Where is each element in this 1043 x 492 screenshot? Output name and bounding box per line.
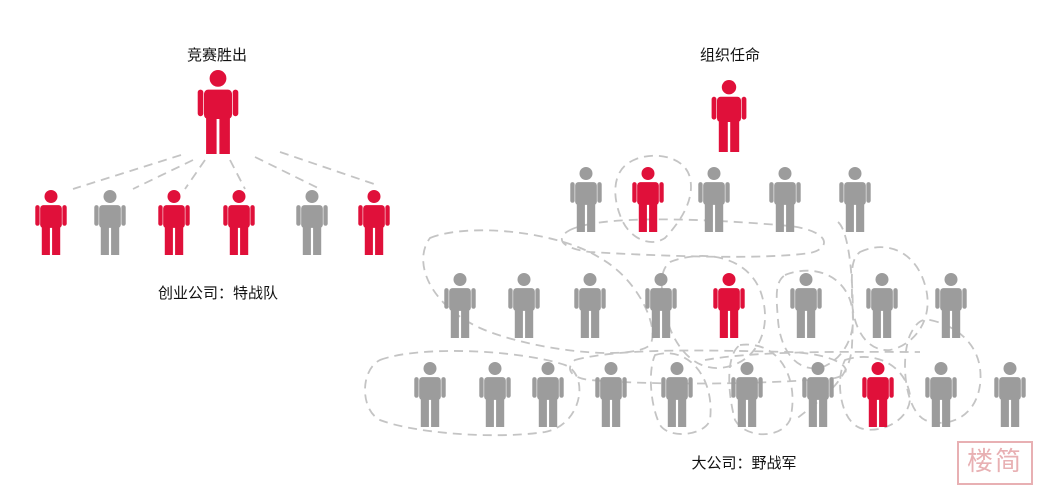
- right-member-figure: [935, 273, 967, 338]
- right-member-figure: [444, 273, 476, 338]
- right-member-figure: [479, 362, 511, 427]
- right-group-outline: [850, 246, 929, 351]
- right-group-outline: [560, 218, 825, 258]
- right-member-figure: [790, 273, 822, 338]
- right-member-figure: [645, 273, 677, 338]
- right-member-figure: [994, 362, 1026, 427]
- right-group-outline: [904, 318, 982, 424]
- right-member-figure: [532, 362, 564, 427]
- right-member-figure: [839, 167, 871, 232]
- right-group-outline: [569, 349, 847, 385]
- right-member-figure: [866, 273, 898, 338]
- right-member-figure: [414, 362, 446, 427]
- right-group-outline: [614, 154, 692, 243]
- left-connector-line: [254, 156, 321, 190]
- right-member-figure: [713, 273, 745, 338]
- right-group-outline: [704, 350, 921, 361]
- left-member-figure: [296, 190, 328, 255]
- people-figures: [35, 70, 1026, 427]
- left-bottom-label: 创业公司：特战队: [157, 284, 279, 302]
- left-connector-line: [184, 159, 206, 190]
- dashed-connections: [72, 151, 982, 437]
- right-member-figure: [661, 362, 693, 427]
- right-member-figure: [698, 167, 730, 232]
- right-group-outline: [794, 221, 854, 421]
- left-top-label: 竞赛胜出: [186, 46, 248, 64]
- right-member-figure: [570, 167, 602, 232]
- left-member-figure: [35, 190, 67, 255]
- watermark-stamp: 楼简: [957, 441, 1033, 485]
- left-connector-line: [132, 159, 194, 190]
- right-member-figure: [925, 362, 957, 427]
- right-top-label: 组织任命: [699, 46, 761, 64]
- left-member-figure: [94, 190, 126, 255]
- right-leader-figure: [711, 80, 747, 152]
- right-group-outline: [728, 343, 794, 436]
- right-member-figure: [769, 167, 801, 232]
- right-group-outline: [650, 352, 712, 435]
- right-member-figure: [731, 362, 763, 427]
- left-member-figure: [158, 190, 190, 255]
- left-member-figure: [358, 190, 390, 255]
- left-connector-line: [229, 159, 246, 190]
- right-group-outline: [364, 350, 581, 437]
- right-group-outline: [775, 269, 855, 370]
- right-member-figure: [802, 362, 834, 427]
- right-member-figure: [632, 167, 664, 232]
- left-member-figure: [223, 190, 255, 255]
- left-connector-line: [72, 154, 182, 190]
- right-bottom-label: 大公司：野战军: [691, 454, 797, 472]
- left-leader-figure: [197, 70, 239, 154]
- right-member-figure: [574, 273, 606, 338]
- right-member-figure: [508, 273, 540, 338]
- right-member-figure: [595, 362, 627, 427]
- right-member-figure: [862, 362, 894, 427]
- left-connector-line: [279, 151, 375, 185]
